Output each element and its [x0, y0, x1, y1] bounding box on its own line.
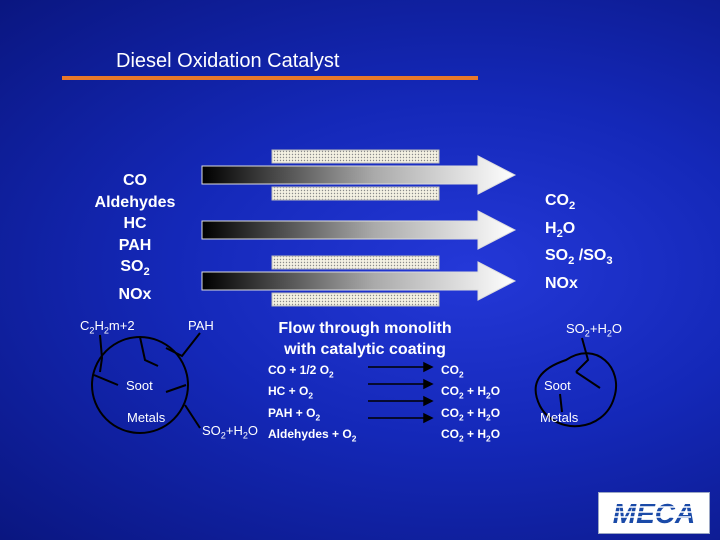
reaction-hc: HC + O2	[268, 384, 314, 401]
gas-flow-arrows	[201, 155, 517, 301]
flow-label-line2: with catalytic coating	[284, 341, 446, 358]
product-aldehydes: CO2 + H2O	[441, 427, 501, 444]
meca-logo-icon: MECA	[609, 498, 695, 529]
flow-label-line1: Flow through monolith	[278, 320, 452, 337]
right-soot-particle	[534, 337, 617, 428]
input-co: CO	[123, 172, 147, 189]
reaction-arrows	[368, 361, 434, 424]
left-soot-label: Soot	[126, 378, 153, 393]
product-hc: CO2 + H2O	[441, 384, 501, 401]
input-pah: PAH	[118, 236, 152, 254]
reaction-aldehydes: Aldehydes + O2	[268, 427, 357, 444]
input-species-list: CO Aldehydes HC PAH SO2 NOx	[80, 170, 190, 305]
input-hc: HC	[123, 215, 147, 232]
hc-label: C2H2m+2	[80, 318, 135, 336]
page-title: Diesel Oxidation Catalyst	[116, 50, 340, 72]
logo-text: MECA	[613, 498, 695, 529]
pah-label: PAH	[188, 318, 214, 333]
output-so2-so3: SO2 /SO3	[545, 247, 613, 268]
flow-label: Flow through monolith with catalytic coa…	[258, 318, 472, 360]
title-underline	[62, 76, 478, 80]
input-aldehydes: Aldehydes	[94, 193, 176, 211]
reaction-co: CO + 1/2 O2	[268, 363, 334, 380]
right-metals-label: Metals	[540, 410, 579, 425]
right-soot-label: Soot	[544, 378, 571, 393]
reaction-reactants: CO + 1/2 O2 HC + O2 PAH + O2 Aldehydes +…	[268, 362, 356, 448]
left-metals-label: Metals	[127, 410, 166, 425]
output-nox: NOx	[545, 275, 578, 293]
right-so2-label: SO2+H2O	[566, 321, 623, 339]
input-nox: NOx	[118, 285, 152, 303]
left-so2-label: SO2+H2O	[202, 423, 259, 441]
reaction-pah: PAH + O2	[268, 405, 321, 423]
output-co2: CO2	[545, 192, 576, 213]
product-pah: CO2 + H2O	[441, 405, 501, 423]
output-species-list: CO2 H2O SO2 /SO3 NOx	[545, 190, 613, 295]
product-co: CO2	[441, 363, 464, 380]
left-soot-particle	[91, 332, 201, 434]
reaction-products: CO2 CO2 + H2O CO2 + H2O CO2 + H2O	[441, 362, 500, 448]
meca-logo: MECA	[598, 492, 710, 534]
output-h2o: H2O	[545, 219, 576, 240]
input-so2: SO2	[120, 258, 150, 279]
